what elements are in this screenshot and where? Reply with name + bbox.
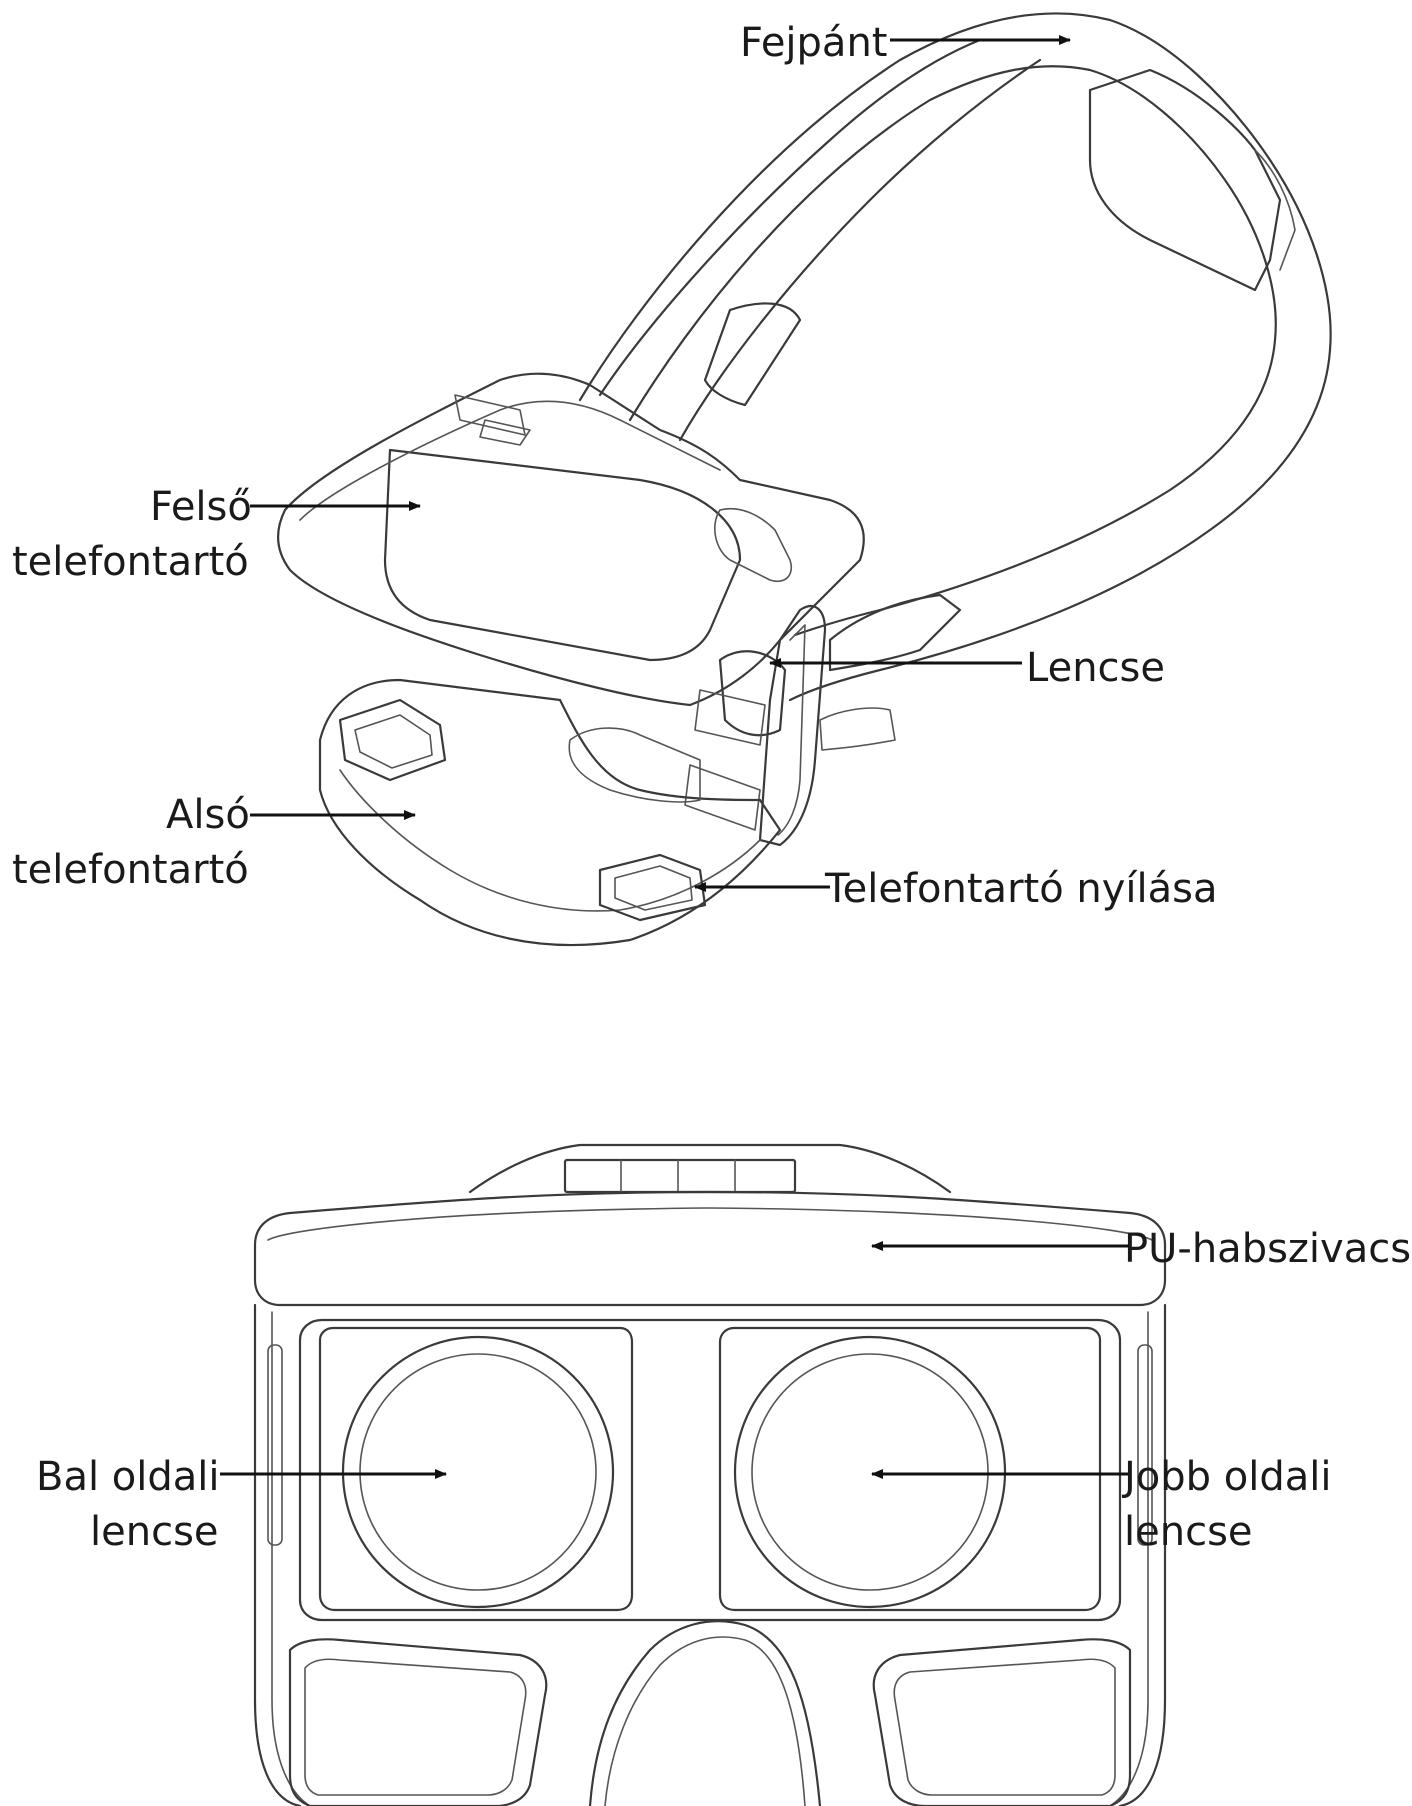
label-lower-holder-line1: Alsó	[166, 792, 250, 838]
rear-pad-side	[1254, 149, 1296, 271]
side-strap-connector-2	[819, 707, 896, 751]
lens-housing	[718, 650, 787, 737]
front-body	[253, 1303, 1167, 1806]
rear-face-pad	[568, 727, 701, 803]
label-headband: Fejpánt	[740, 20, 887, 66]
lower-holder-left-tab-inner	[354, 714, 433, 769]
headband-top-strap	[598, 38, 982, 397]
side-arm-inner	[777, 624, 806, 836]
lower-holder-right-tab-inner	[614, 865, 693, 911]
label-left-lens-line1: Bal oldali	[36, 1454, 220, 1500]
label-right-lens-line1: Jobb oldali	[1121, 1454, 1331, 1500]
lower-tray	[318, 678, 782, 947]
strap-slot	[703, 302, 802, 407]
label-right-lens-line2: lencse	[1124, 1509, 1253, 1555]
left-vent	[288, 1638, 548, 1806]
callout-arrows	[220, 35, 1128, 1479]
headband-strap-inner	[628, 65, 1277, 637]
right-lens-inner	[751, 1353, 989, 1591]
right-side-slot	[1137, 1344, 1153, 1546]
lower-holder-right-tab	[598, 853, 707, 922]
label-holder-opening: Telefontartó nyílása	[824, 866, 1218, 912]
headband-top-strap-2	[678, 58, 1042, 442]
side-arm	[758, 605, 827, 847]
right-vent-inner	[893, 1658, 1116, 1796]
nose-cutout	[588, 1620, 822, 1806]
side-slot	[714, 507, 792, 582]
left-lens-inner	[359, 1353, 597, 1591]
right-lens-area	[718, 1326, 1102, 1612]
headset-perspective-view	[276, 12, 1332, 947]
upper-housing	[276, 372, 865, 707]
lower-holder-left-tab	[338, 698, 447, 782]
top-bracket-slots	[563, 1158, 797, 1194]
top-button-2	[479, 419, 531, 446]
headset-front-view	[253, 1143, 1167, 1806]
label-left-lens-line2: lencse	[90, 1509, 219, 1555]
lens-holder-bracket	[694, 689, 766, 746]
nose-cutout-inner	[604, 1636, 806, 1806]
side-strap-connector	[828, 593, 962, 672]
lens-rail	[684, 764, 761, 831]
label-lower-holder-line2: telefontartó	[12, 847, 249, 893]
right-lens-outer	[733, 1335, 1007, 1609]
upper-housing-rim	[299, 400, 721, 521]
upper-housing-face	[383, 448, 742, 662]
front-body-inner	[271, 1311, 1149, 1806]
headband-strap	[578, 12, 1332, 702]
label-pu-foam: PU-habszivacs	[1124, 1226, 1411, 1272]
left-vent-inner	[304, 1658, 527, 1796]
left-lens-outer	[341, 1335, 615, 1609]
pu-foam-band	[253, 1190, 1167, 1307]
top-button	[454, 394, 526, 436]
callout-labels: Fejpánt Felső telefontartó Lencse Alsó t…	[12, 20, 1411, 1555]
label-lens: Lencse	[1026, 645, 1165, 691]
right-vent	[872, 1638, 1132, 1806]
top-bracket	[468, 1143, 952, 1194]
left-side-slot	[267, 1344, 283, 1546]
lens-panel-frame	[298, 1318, 1122, 1622]
label-upper-holder-line2: telefontartó	[12, 539, 249, 585]
pu-foam-band-inner	[267, 1207, 1153, 1241]
rear-pad	[1088, 68, 1282, 292]
left-lens-area	[318, 1326, 634, 1612]
label-upper-holder-line1: Felső	[150, 484, 252, 530]
